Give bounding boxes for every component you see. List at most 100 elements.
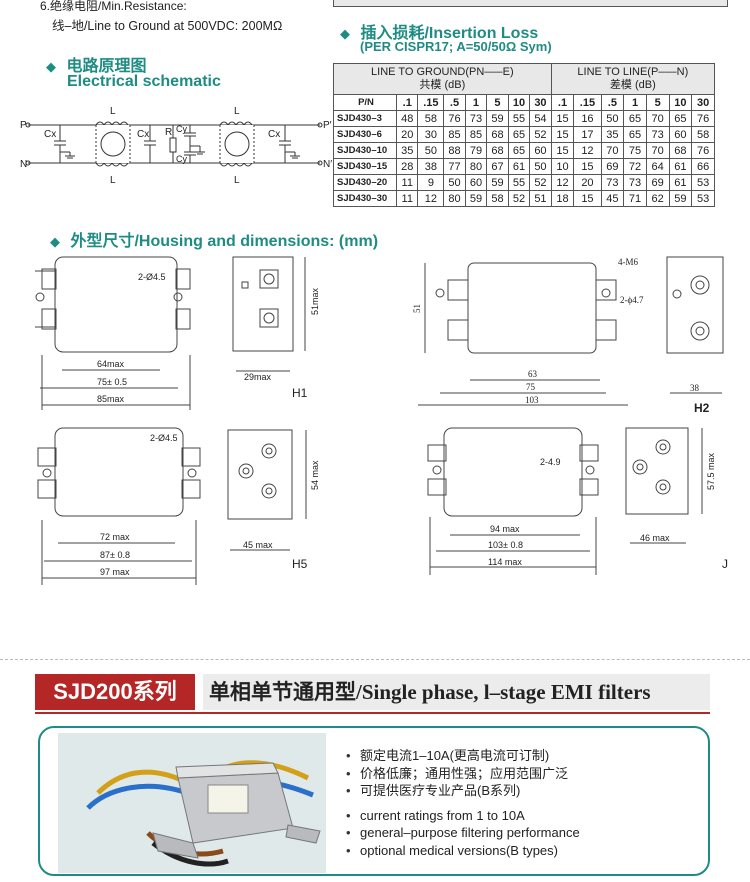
- h2-dim-3: 103: [525, 395, 539, 405]
- ll-value: 70: [645, 142, 670, 159]
- ll-value: 73: [645, 126, 670, 143]
- ll-value: 65: [668, 110, 693, 127]
- h5-label: H5: [292, 557, 308, 571]
- lg-value: 68: [486, 142, 509, 159]
- lg-value: 12: [417, 190, 445, 207]
- lg-value: 59: [464, 190, 488, 207]
- ll-value: 62: [645, 190, 670, 207]
- j-label: J: [722, 557, 728, 571]
- series-title: 单相单节通用型/Single phase, l–stage EMI filter…: [203, 674, 710, 710]
- label-n2: N′: [323, 159, 332, 170]
- lg-value: 52: [529, 126, 552, 143]
- j-side-height: 57.5 max: [706, 452, 716, 490]
- part-number: SJD430–10: [333, 142, 397, 159]
- h5-side-width: 45 max: [243, 540, 273, 550]
- lg-value: 77: [443, 158, 466, 175]
- lg-value: 11: [395, 174, 419, 191]
- label-cy2: Cy: [176, 154, 187, 164]
- insertion-loss-table: LINE TO GROUND(PN–––E) 共模 (dB) LINE TO L…: [333, 63, 716, 207]
- bullet-cn-3: 可提供医疗专业产品(B系列): [346, 782, 706, 800]
- series-name: SJD200系列: [35, 674, 195, 710]
- lg-value: 80: [443, 190, 466, 207]
- ll-value: 59: [668, 190, 693, 207]
- ll-value: 73: [623, 174, 647, 191]
- h2-side-width: 38: [690, 383, 700, 393]
- h1-label: H1: [292, 386, 308, 400]
- j-dim-1: 94 max: [490, 524, 520, 534]
- ll-value: 20: [573, 174, 602, 191]
- lg-value: 85: [464, 126, 488, 143]
- lg-value: 68: [486, 126, 509, 143]
- ll-value: 69: [600, 158, 625, 175]
- part-number: SJD430–3: [333, 110, 397, 127]
- label-l2: L: [110, 175, 116, 186]
- ll-value: 61: [668, 174, 693, 191]
- h5-dim-2: 87± 0.8: [100, 550, 130, 560]
- ll-freq-5: 10: [668, 94, 693, 111]
- ll-value: 70: [645, 110, 670, 127]
- lg-value: 9: [417, 174, 445, 191]
- lg-value: 50: [529, 158, 552, 175]
- h2-screw-label: 4-M6: [618, 257, 638, 267]
- lg-value: 30: [417, 126, 445, 143]
- label-l1: L: [110, 106, 116, 117]
- label-r: R: [165, 127, 172, 138]
- ll-value: 45: [600, 190, 625, 207]
- group-header-line-to-line: LINE TO LINE(P–––N) 差模 (dB): [550, 63, 716, 95]
- ll-value: 61: [668, 158, 693, 175]
- lg-value: 60: [464, 174, 488, 191]
- lg-value: 55: [507, 174, 531, 191]
- lg-value: 11: [395, 190, 419, 207]
- ll-value: 15: [550, 126, 575, 143]
- ll-value: 15: [550, 110, 575, 127]
- ll-value: 53: [691, 174, 715, 191]
- lg-freq-4: 5: [486, 94, 509, 111]
- lg-value: 61: [507, 158, 531, 175]
- ll-value: 69: [645, 174, 670, 191]
- ll-value: 72: [623, 158, 647, 175]
- ll-value: 65: [623, 126, 647, 143]
- insertion-loss-subtitle: (PER CISPR17; A=50/50Ω Sym): [360, 39, 552, 54]
- part-number: SJD430–6: [333, 126, 397, 143]
- ll-value: 50: [600, 110, 625, 127]
- ll-value: 16: [573, 110, 602, 127]
- part-number: SJD430–20: [333, 174, 397, 191]
- ll-value: 68: [668, 142, 693, 159]
- lg-value: 52: [529, 174, 552, 191]
- lg-value: 88: [443, 142, 466, 159]
- label-p2: P′: [323, 120, 332, 131]
- ll-value: 70: [600, 142, 625, 159]
- h2-hole-label: 2-ϕ4.7: [620, 295, 644, 305]
- h5-dim-3: 97 max: [100, 567, 130, 577]
- ll-value: 12: [573, 142, 602, 159]
- ll-value: 15: [573, 158, 602, 175]
- ll-value: 71: [623, 190, 647, 207]
- lg-value: 73: [464, 110, 488, 127]
- feature-bullets: 额定电流1–10A(更高电流可订制) 价格低廉；通用性强；应用范围广泛 可提供医…: [346, 747, 706, 859]
- j-dim-3: 114 max: [488, 557, 522, 567]
- product-photo: [58, 733, 326, 873]
- bullet-cn-1: 额定电流1–10A(更高电流可订制): [346, 747, 706, 765]
- ll-value: 75: [623, 142, 647, 159]
- lg-value: 80: [464, 158, 488, 175]
- insertion-loss-title: 插入损耗/Insertion Loss: [360, 25, 539, 42]
- ll-freq-6: 30: [691, 94, 715, 111]
- label-l3: L: [234, 106, 240, 117]
- lg-freq-5: 10: [507, 94, 531, 111]
- lg-value: 79: [464, 142, 488, 159]
- lg-value: 35: [395, 142, 419, 159]
- j-dim-2: 103± 0.8: [488, 540, 523, 550]
- lg-freq-1: .15: [417, 94, 445, 111]
- lg-freq-0: .1: [395, 94, 419, 111]
- group-header-line-to-ground: LINE TO GROUND(PN–––E) 共模 (dB): [333, 63, 552, 95]
- ll-value: 17: [573, 126, 602, 143]
- h5-dim-1: 72 max: [100, 532, 130, 542]
- schematic-section-title: ◆ 电路原理图: [46, 52, 146, 76]
- ll-value: 18: [550, 190, 575, 207]
- label-cx2: Cx: [137, 129, 149, 140]
- lg-value: 67: [486, 158, 509, 175]
- ll-freq-4: 5: [645, 94, 670, 111]
